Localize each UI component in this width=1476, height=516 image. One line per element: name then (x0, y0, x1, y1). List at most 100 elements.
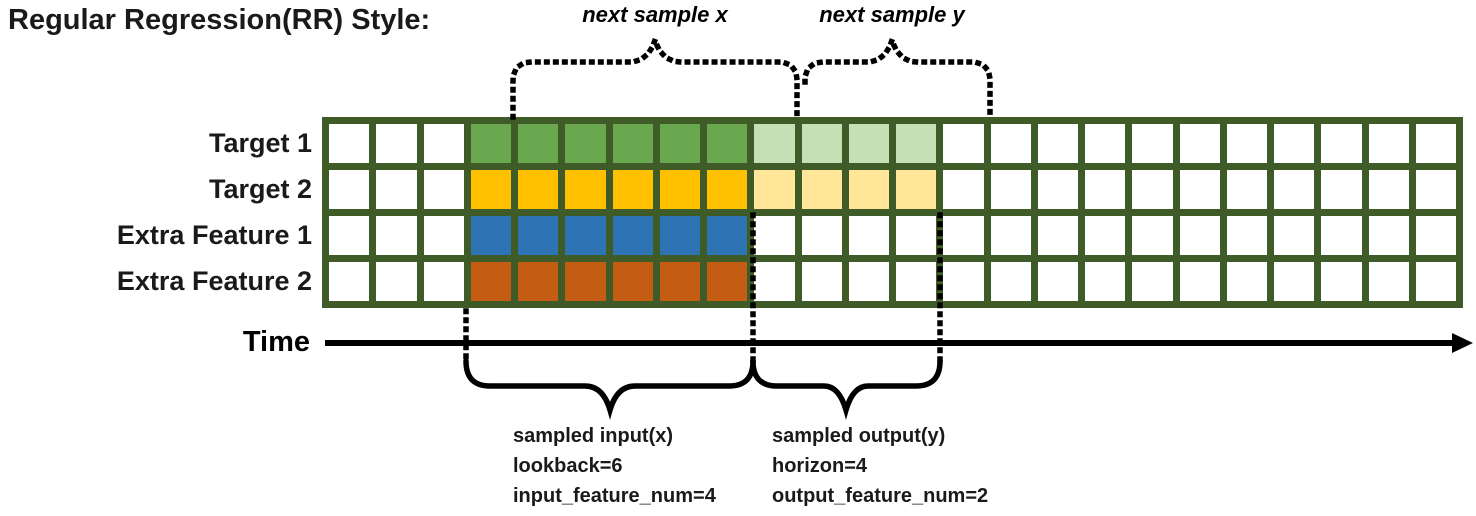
row-label: Target 1 (208, 128, 312, 158)
grid-cell (470, 262, 511, 301)
grid-cell (1368, 262, 1409, 301)
grid-cell (1179, 262, 1220, 301)
grid-cell (565, 124, 606, 163)
grid-cell (1085, 124, 1126, 163)
grid-cell (896, 262, 937, 301)
grid-cell (470, 216, 511, 255)
grid-cell (1274, 124, 1315, 163)
time-axis-label: Time (242, 326, 310, 358)
grid-cell (1132, 262, 1173, 301)
grid-cell (659, 262, 700, 301)
grid-cell (612, 124, 653, 163)
grid-cell (612, 262, 653, 301)
grid-cell (1274, 216, 1315, 255)
row-label: Extra Feature 1 (116, 220, 312, 250)
grid-cell (423, 262, 464, 301)
row-label: Target 2 (208, 174, 312, 204)
grid-cell (801, 216, 842, 255)
grid-cell (1179, 216, 1220, 255)
grid-cell (1132, 170, 1173, 209)
grid-cell (1085, 170, 1126, 209)
grid-cell (896, 216, 937, 255)
grid-cell (329, 216, 370, 255)
grid-cell (1037, 124, 1078, 163)
grid-cell (518, 124, 559, 163)
grid-cell (518, 170, 559, 209)
horizon-value: horizon=4 (772, 455, 868, 477)
grid-cell (707, 262, 748, 301)
grid-cell (1132, 216, 1173, 255)
grid-cell (754, 216, 795, 255)
grid-cell (707, 170, 748, 209)
grid-cell (1415, 262, 1456, 301)
grid-cell (754, 170, 795, 209)
grid-cell (518, 216, 559, 255)
grid-cell (943, 216, 984, 255)
next-sample-x-label: next sample x (582, 2, 728, 27)
grid-cell (1226, 170, 1267, 209)
grid-cell (990, 216, 1031, 255)
grid-cell (848, 124, 889, 163)
grid-cell (376, 262, 417, 301)
grid-cell (1226, 262, 1267, 301)
output-feature-num: output_feature_num=2 (772, 485, 989, 507)
grid-cell (801, 262, 842, 301)
grid-cell (1274, 170, 1315, 209)
grid-cell (376, 216, 417, 255)
grid-cell (470, 170, 511, 209)
grid-cell (848, 170, 889, 209)
grid-cell (376, 170, 417, 209)
grid-cell (1226, 216, 1267, 255)
grid-cell (329, 170, 370, 209)
diagram-title: Regular Regression(RR) Style: (8, 4, 431, 36)
next-sample-y-brace (802, 30, 993, 120)
input-feature-num: input_feature_num=4 (513, 485, 716, 507)
lookback-value: lookback=6 (513, 455, 623, 477)
grid-cell (659, 216, 700, 255)
grid-cell (1037, 170, 1078, 209)
grid-cell (896, 170, 937, 209)
grid-cell (1415, 170, 1456, 209)
grid-cell (801, 124, 842, 163)
grid-cell (423, 216, 464, 255)
grid-cell (990, 124, 1031, 163)
grid-cell (376, 124, 417, 163)
next-sample-x-brace (510, 30, 800, 120)
grid-cell (659, 124, 700, 163)
time-series-grid (322, 117, 1463, 308)
grid-cell (565, 262, 606, 301)
grid-cell (848, 262, 889, 301)
sampled-input-brace (463, 358, 756, 420)
grid-cell (1274, 262, 1315, 301)
grid-cell (565, 170, 606, 209)
grid-cell (1037, 262, 1078, 301)
grid-cell (329, 262, 370, 301)
grid-cell (1037, 216, 1078, 255)
grid-cell (1368, 124, 1409, 163)
grid-cell (329, 124, 370, 163)
grid-cell (707, 216, 748, 255)
grid-cell (943, 262, 984, 301)
grid-cell (1415, 216, 1456, 255)
next-sample-y-label: next sample y (819, 2, 965, 27)
grid-cell (990, 262, 1031, 301)
grid-cell (1368, 216, 1409, 255)
sampled-output-title: sampled output(y) (772, 425, 946, 447)
grid-cell (943, 170, 984, 209)
grid-cell (896, 124, 937, 163)
grid-cell (659, 170, 700, 209)
grid-cell (518, 262, 559, 301)
grid-cell (1321, 124, 1362, 163)
grid-cell (1321, 262, 1362, 301)
sampled-output-note: sampled output(y) horizon=4 output_featu… (772, 421, 988, 511)
grid-cell (1132, 124, 1173, 163)
sampled-input-note: sampled input(x) lookback=6 input_featur… (513, 421, 716, 511)
grid-cell (754, 262, 795, 301)
time-axis-arrowhead (1452, 333, 1473, 353)
grid-cell (1321, 216, 1362, 255)
grid-cell (1179, 124, 1220, 163)
sampled-input-title: sampled input(x) (513, 425, 674, 447)
grid-cell (1085, 262, 1126, 301)
sampled-output-brace (750, 358, 943, 420)
